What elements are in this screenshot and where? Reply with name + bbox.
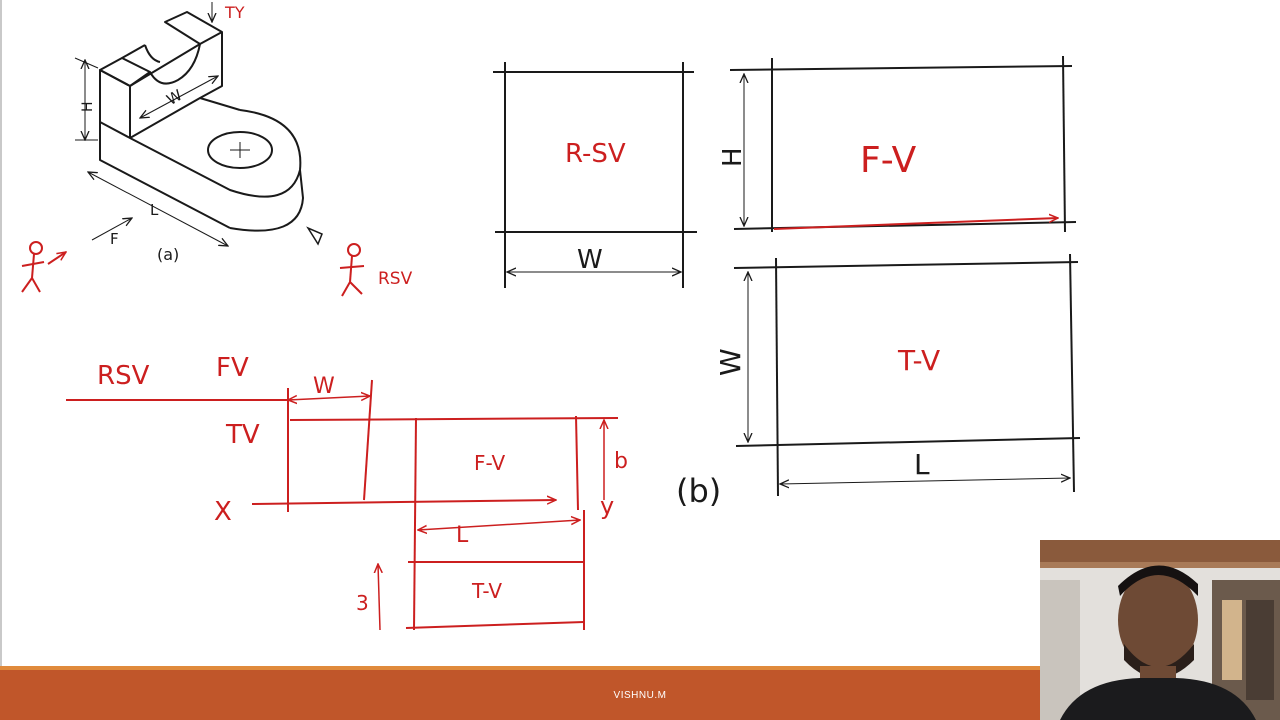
footer-author: VISHNU.M	[613, 690, 667, 701]
label-h: H	[80, 101, 96, 112]
tv-box-label: T-V	[897, 344, 940, 377]
isometric-object	[99, 11, 304, 232]
sketch-label-w: W	[313, 374, 335, 399]
caption-b: (b)	[676, 472, 721, 510]
drawing-canvas: TY H W L F (a) RSV	[21, 2, 1081, 631]
fv-box-label: F-V	[860, 140, 917, 181]
presenter-video	[1040, 540, 1280, 720]
fv-dim-h: H	[718, 147, 748, 167]
webcam-overlay	[1040, 540, 1280, 720]
side-viewer-figure	[339, 243, 365, 297]
tv-dim-l: L	[914, 448, 930, 481]
sketch-label-tv: TV	[225, 420, 260, 450]
caption-a: (a)	[157, 245, 179, 264]
label-w: W	[164, 86, 186, 109]
tv-box	[733, 253, 1081, 497]
front-viewer-figure	[21, 241, 66, 293]
sketch-label-b: b	[614, 449, 628, 474]
label-l: L	[150, 201, 159, 219]
rsv-box-label: R-SV	[565, 139, 626, 169]
sketch-label-y: y	[600, 492, 614, 520]
sketch-lines	[66, 379, 619, 631]
sketch-label-fv: FV	[216, 353, 249, 383]
sketch-tv-box: T-V	[471, 579, 502, 603]
sketch-label-rsv: RSV	[97, 361, 150, 391]
tv-dim-w: W	[714, 348, 747, 376]
fv-box	[729, 55, 1077, 233]
rsv-box	[493, 62, 697, 288]
sketch-fv-box: F-V	[474, 451, 506, 475]
sketch-label-3: 3	[356, 591, 369, 615]
footer-accent-line	[0, 666, 1280, 670]
sketch-label-l: L	[456, 523, 469, 548]
label-rsv-viewer: RSV	[378, 269, 413, 289]
isometric-dimensions	[74, 2, 323, 246]
label-ty: TY	[224, 3, 245, 22]
slide-left-border	[0, 0, 2, 666]
sketch-label-x: X	[214, 497, 232, 527]
rsv-dim-w: W	[577, 245, 603, 275]
label-f: F	[110, 230, 119, 248]
